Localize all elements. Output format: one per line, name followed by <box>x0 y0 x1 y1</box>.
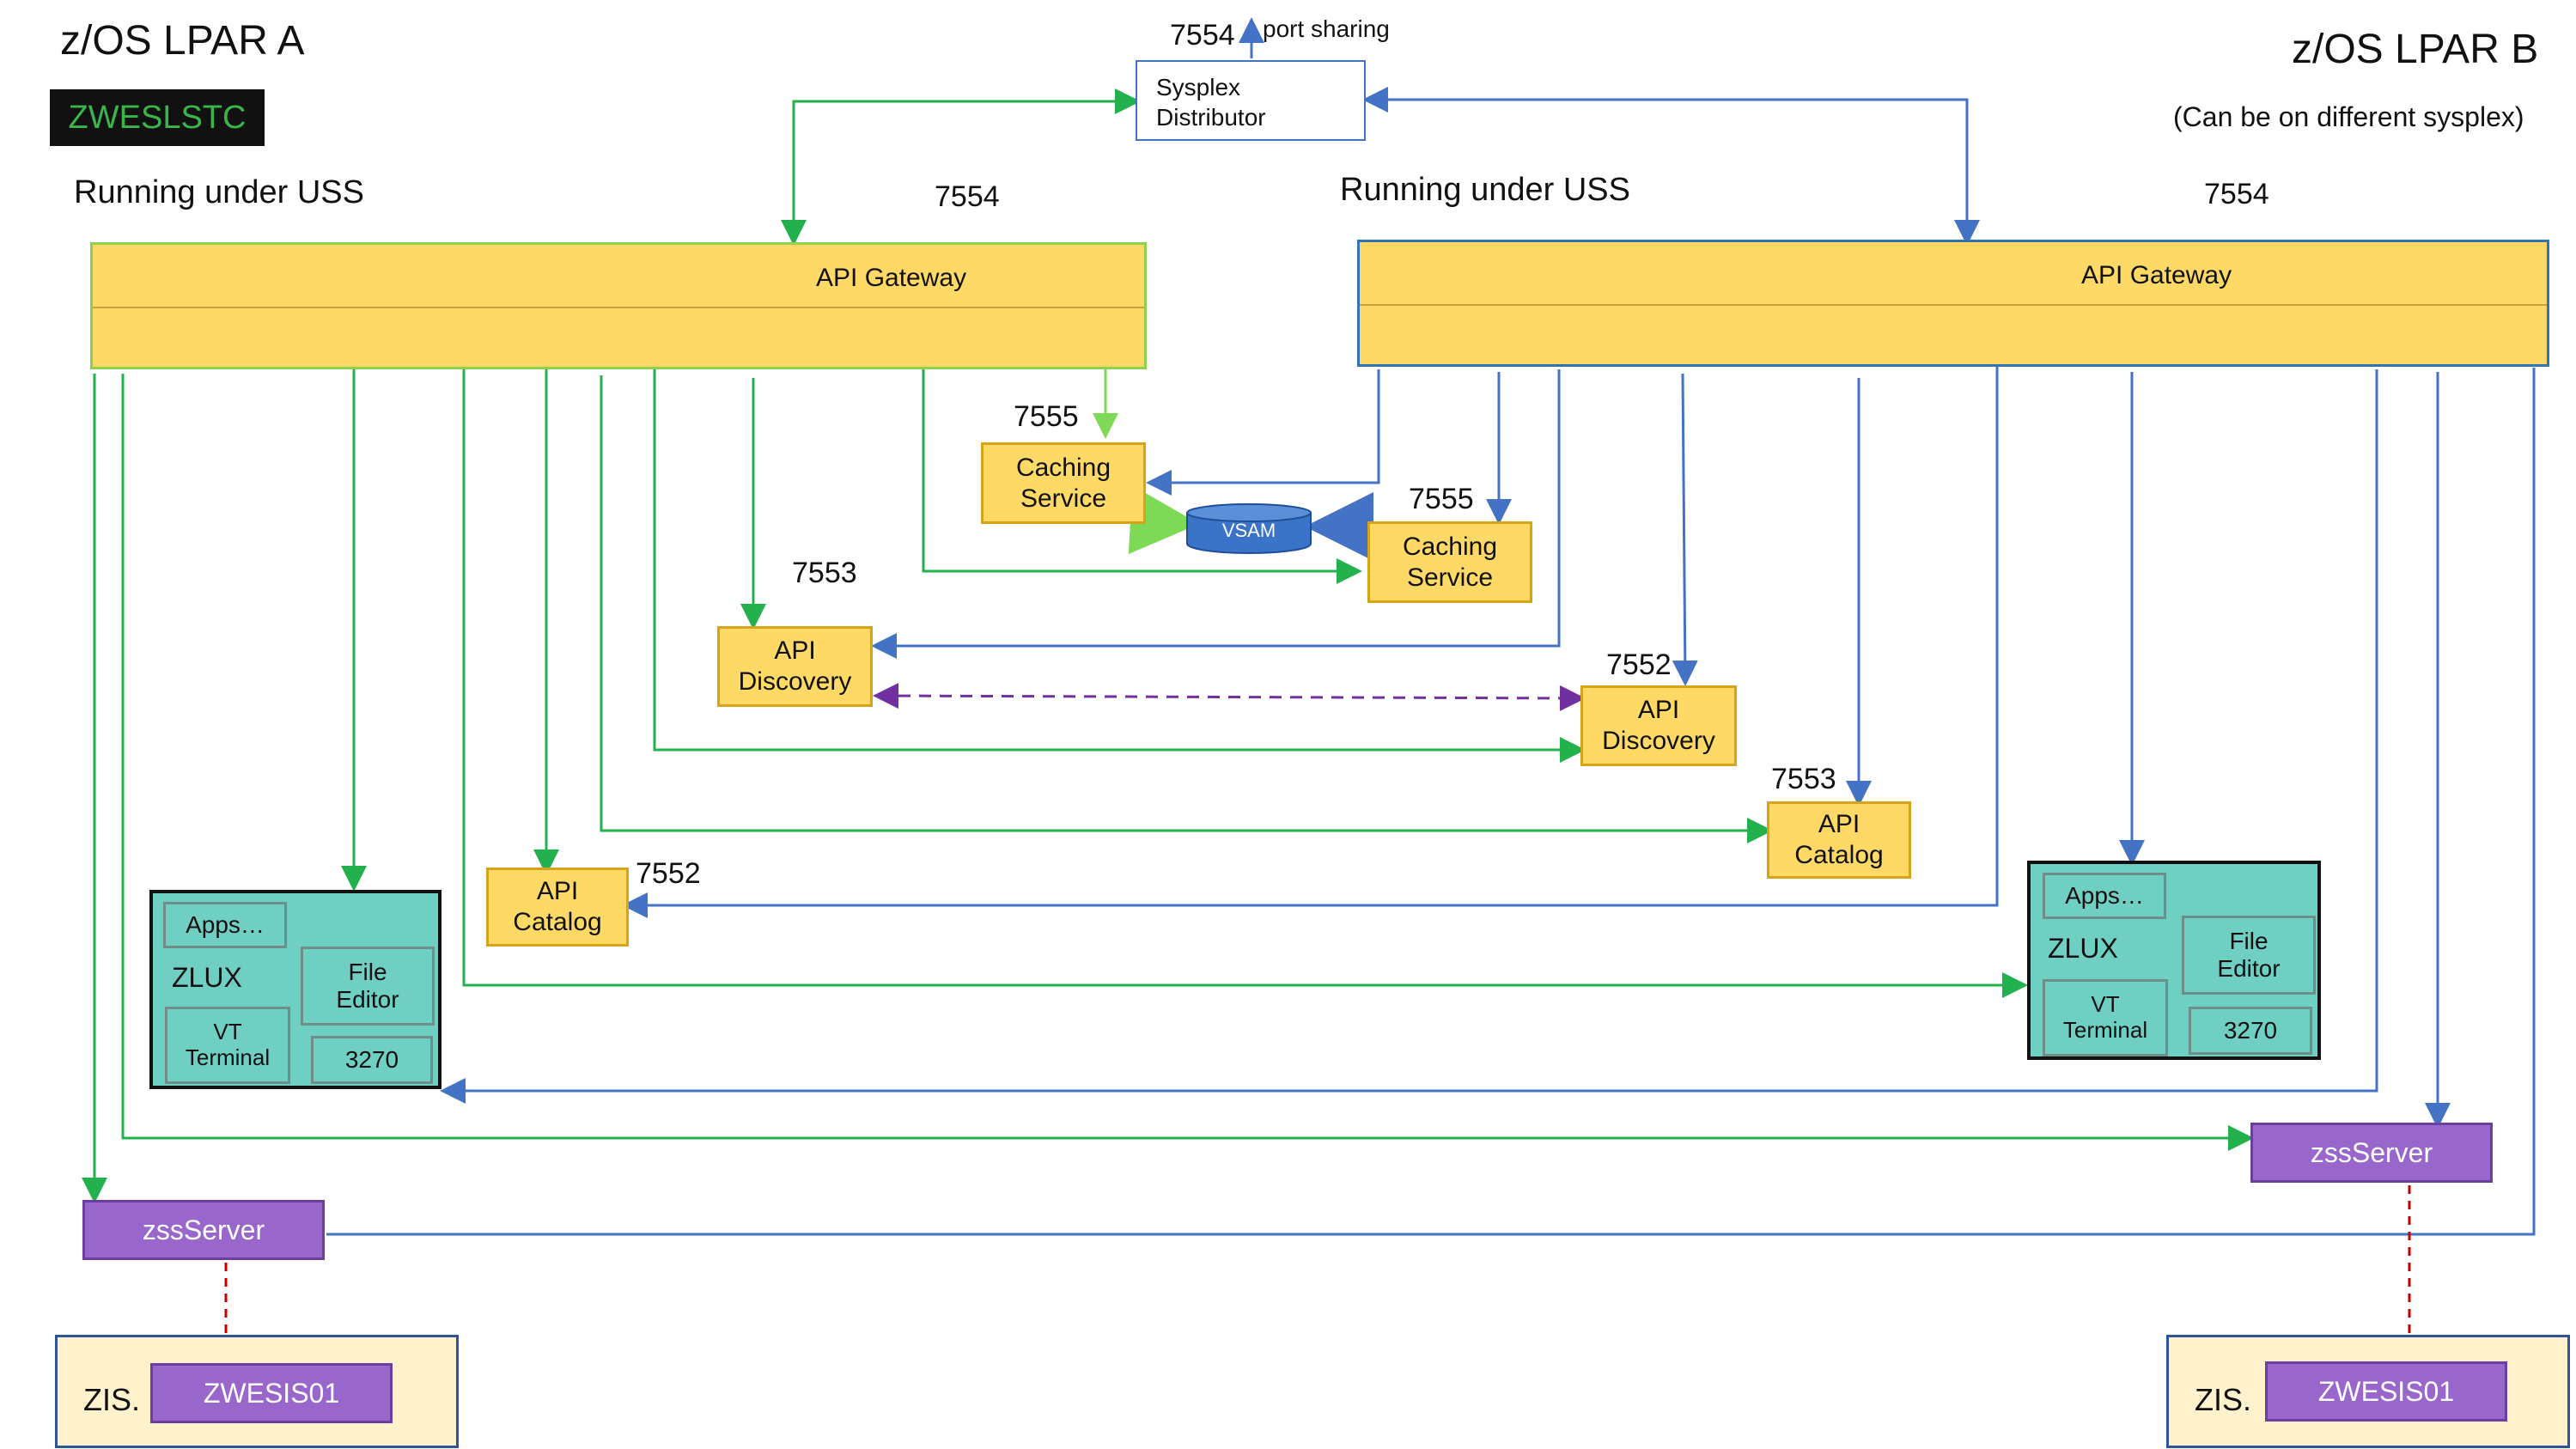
gw-b-to-zss-a <box>326 368 2536 1236</box>
distributor-to-gateway-a <box>781 100 1138 246</box>
lpar-b-file-editor[interactable]: File Editor <box>2182 916 2316 995</box>
lpar-b-vt-terminal[interactable]: VT Terminal <box>2043 979 2168 1056</box>
lpar-b-discovery-port: 7552 <box>1606 648 1672 681</box>
gw-b-to-discovery-a <box>871 369 1561 659</box>
lpar-a-zis-container: ZIS. ZWESIS01 <box>55 1335 459 1448</box>
lpar-b-zlux-panel[interactable]: Apps… ZLUX File Editor VT Terminal 3270 <box>2027 861 2321 1060</box>
stc-label: ZWESLSTC <box>50 89 265 146</box>
lpar-a-zis-member[interactable]: ZWESIS01 <box>150 1363 393 1423</box>
lpar-b-note: (Can be on different sysplex) <box>2173 101 2524 132</box>
distributor-port: 7554 <box>1170 19 1235 52</box>
lpar-b-zis-label: ZIS. <box>2195 1382 2252 1417</box>
port-sharing-label: port sharing <box>1263 15 1390 42</box>
lpar-a-vt-terminal[interactable]: VT Terminal <box>165 1007 290 1084</box>
gw-b-to-zlux-a <box>440 369 2378 1104</box>
gw-a-to-caching-b <box>922 369 1362 584</box>
lpar-a-api-discovery[interactable]: API Discovery <box>717 626 873 707</box>
lpar-a-caching-port: 7555 <box>1014 400 1079 433</box>
gw-b-to-catalog-a <box>622 365 1999 918</box>
lpar-b-uss-label: Running under USS <box>1340 172 1630 208</box>
lpar-b-3270[interactable]: 3270 <box>2189 1007 2312 1055</box>
gw-a-to-catalog-b <box>600 375 1773 843</box>
sysplex-distributor[interactable]: Sysplex Distributor <box>1136 60 1366 141</box>
lpar-b-zss-server[interactable]: zssServer <box>2250 1123 2493 1183</box>
lpar-b-api-catalog[interactable]: API Catalog <box>1767 801 1911 879</box>
lpar-a-zis-label: ZIS. <box>83 1382 141 1417</box>
lpar-b-zis-member[interactable]: ZWESIS01 <box>2265 1361 2507 1422</box>
vsam-dataset[interactable]: VSAM <box>1185 502 1312 556</box>
vsam-cylinder-icon <box>1186 503 1312 554</box>
gw-a-to-zss-b <box>121 374 2254 1151</box>
lpar-a-discovery-port: 7553 <box>792 557 857 589</box>
lpar-a-title: z/OS LPAR A <box>60 18 305 64</box>
lpar-b-zis-container: ZIS. ZWESIS01 <box>2166 1335 2570 1448</box>
lpar-a-zlux-panel[interactable]: Apps… ZLUX File Editor VT Terminal 3270 <box>149 890 442 1089</box>
gw-a-to-discovery-b <box>653 369 1586 763</box>
lpar-a-gateway-port: 7554 <box>935 180 1000 213</box>
lpar-a-api-catalog[interactable]: API Catalog <box>486 868 629 947</box>
lpar-b-title: z/OS LPAR B <box>2292 27 2539 72</box>
lpar-b-catalog-port: 7553 <box>1771 763 1836 795</box>
vsam-label: VSAM <box>1221 520 1276 541</box>
gw-b-to-caching-a <box>1146 369 1380 496</box>
lpar-a-uss-label: Running under USS <box>74 174 364 210</box>
lpar-b-api-discovery[interactable]: API Discovery <box>1580 685 1737 766</box>
lpar-a-zss-server[interactable]: zssServer <box>82 1200 325 1260</box>
gw-a-to-zlux-b <box>462 369 2028 998</box>
lpar-b-zlux-name: ZLUX <box>2048 933 2118 964</box>
lpar-a-zlux-name: ZLUX <box>172 962 242 993</box>
lpar-b-caching-port: 7555 <box>1409 483 1474 515</box>
lpar-b-zlux-apps[interactable]: Apps… <box>2043 873 2166 919</box>
lpar-a-3270[interactable]: 3270 <box>311 1036 433 1084</box>
caching-a-to-vsam <box>1128 485 1199 555</box>
lpar-a-caching-service[interactable]: Caching Service <box>981 442 1146 524</box>
lpar-b-caching-service[interactable]: Caching Service <box>1367 521 1532 603</box>
lpar-b-api-gateway[interactable]: API Gateway <box>1357 240 2549 367</box>
lpar-b-gateway-port: 7554 <box>2204 178 2269 210</box>
lpar-a-catalog-port: 7552 <box>636 857 701 890</box>
lpar-a-zlux-apps[interactable]: Apps… <box>163 902 287 948</box>
lpar-b-api-gateway-label: API Gateway <box>2081 261 2232 289</box>
lpar-a-api-gateway-label: API Gateway <box>816 264 967 292</box>
lpar-a-file-editor[interactable]: File Editor <box>301 947 435 1026</box>
discovery-peer-link <box>873 683 1586 711</box>
lpar-a-api-gateway[interactable]: API Gateway <box>90 242 1147 369</box>
distributor-to-gateway-b <box>1362 87 1980 246</box>
gw-b-to-discovery-b <box>1672 373 1698 686</box>
